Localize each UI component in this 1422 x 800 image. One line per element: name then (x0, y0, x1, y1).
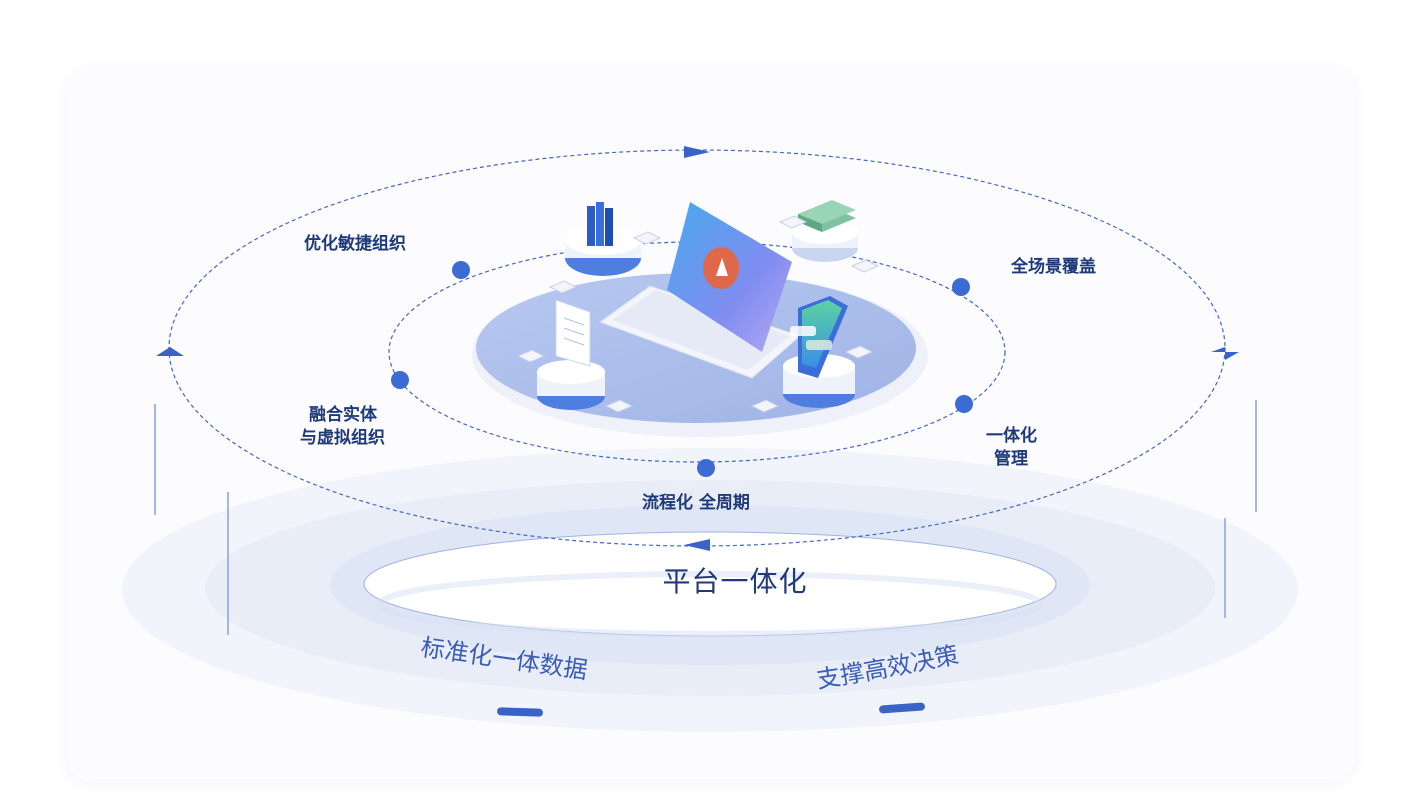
phone-chat-icon (783, 296, 855, 408)
document-scroll-icon (537, 299, 605, 410)
left-bottom-bar (497, 707, 543, 717)
label-process: 流程化 全周期 (642, 493, 750, 513)
cycle-arrows (156, 146, 1239, 551)
inner-cycle (388, 241, 1006, 463)
base-rings (122, 448, 1298, 732)
floating-cards (516, 215, 880, 413)
label-fusion-line2: 与虚拟组织 (300, 428, 385, 448)
label-platform: 平台一体化 (662, 565, 808, 598)
label-full-scene: 全场景覆盖 (1011, 257, 1096, 277)
cycle-dots (391, 261, 973, 477)
label-integrated-line1: 一体化 (986, 426, 1037, 446)
label-optimize-agile: 优化敏捷组织 (304, 234, 406, 254)
books-icon (565, 202, 641, 276)
label-fusion-line1: 融合实体 (309, 405, 377, 425)
cash-stack-icon (792, 200, 858, 262)
laptop-icon (598, 202, 801, 379)
label-integrated-line2: 管理 (994, 449, 1028, 469)
vertical-lines (154, 400, 1257, 635)
right-bottom-bar (879, 702, 925, 714)
